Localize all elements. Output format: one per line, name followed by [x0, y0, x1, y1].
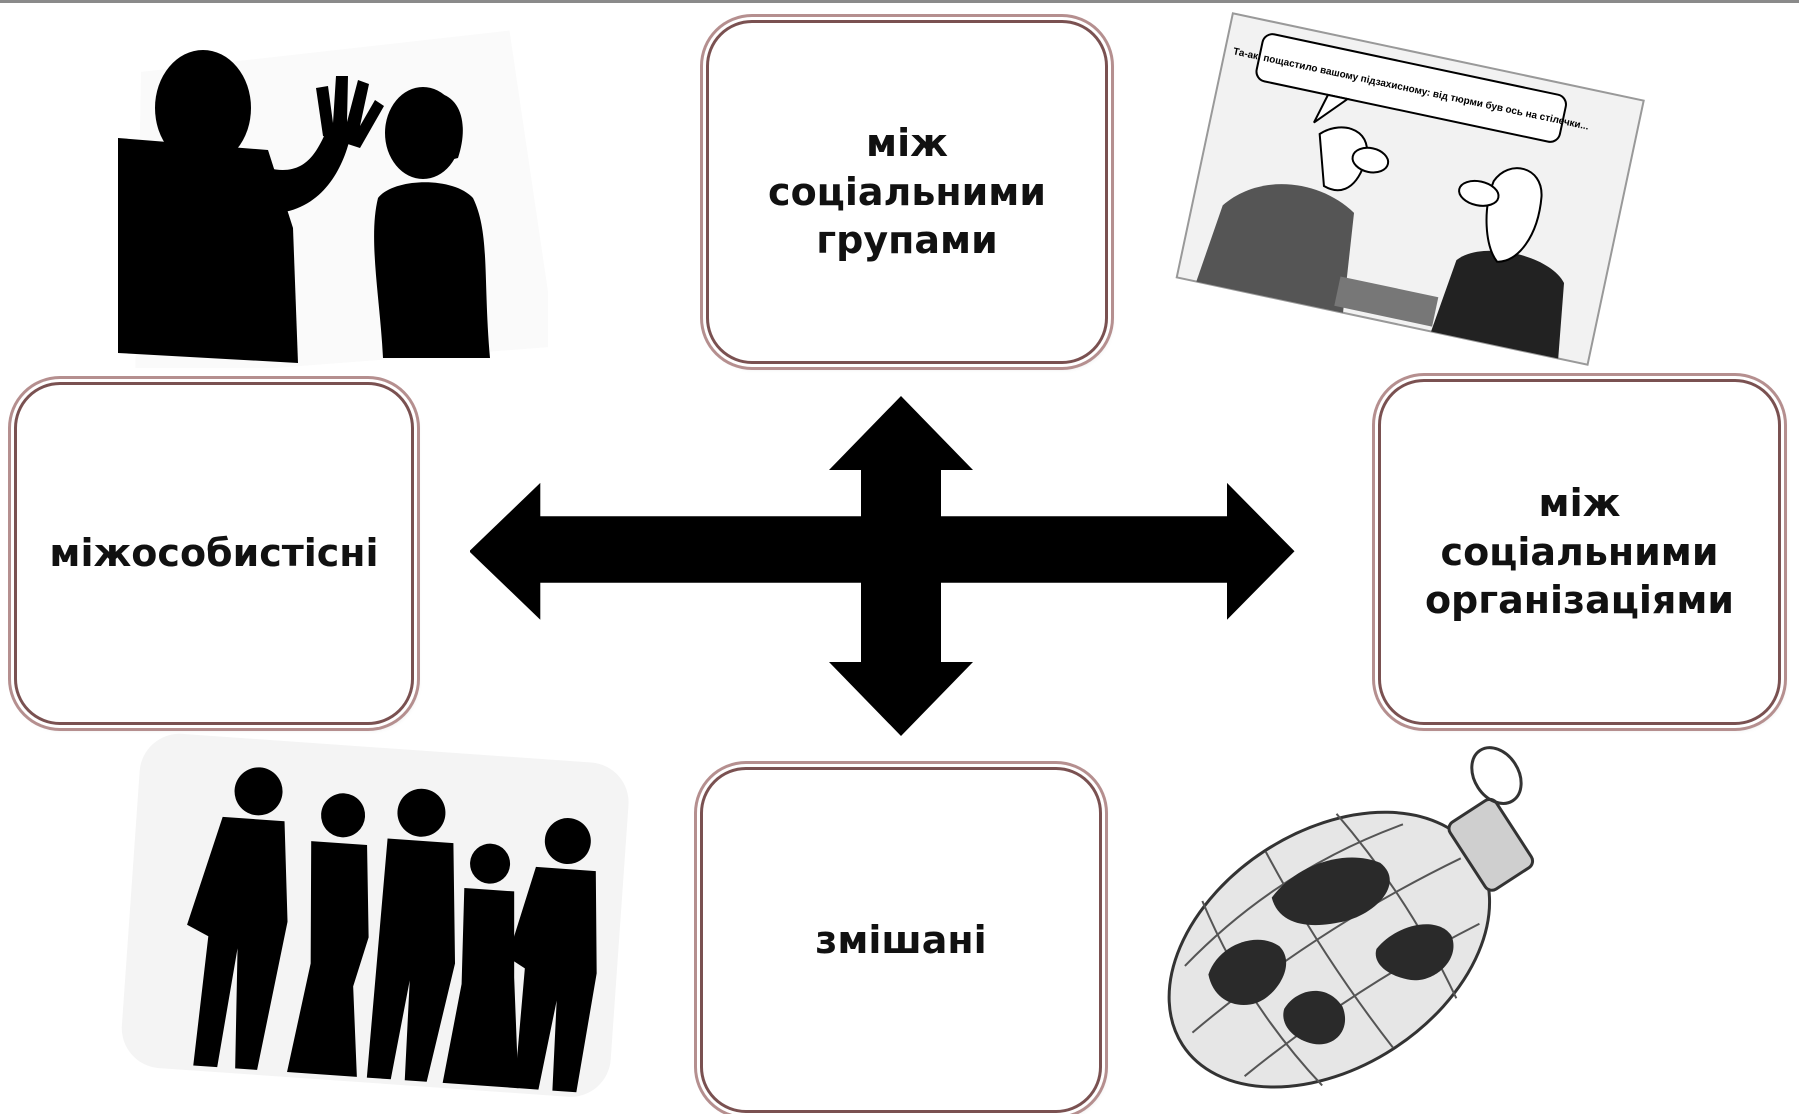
box-between-social-organizations: між соціальними організаціями: [1378, 379, 1781, 725]
box-label-top: між соціальними групами: [768, 121, 1046, 263]
group-of-people-image: [121, 733, 629, 1097]
top-rule: [0, 0, 1799, 3]
box-mixed: змішані: [700, 767, 1102, 1113]
box-label-bottom: змішані: [815, 917, 987, 962]
vertical-double-arrow: [829, 396, 973, 736]
box-label-left: міжособистісні: [49, 531, 379, 576]
box-label-right: між соціальними організаціями: [1424, 481, 1735, 623]
four-way-arrow: [470, 396, 1295, 736]
box-between-social-groups: між соціальними групами: [706, 20, 1108, 364]
arguing-couple-image: [118, 30, 548, 368]
lawyer-cartoon-image: Та-ак, пощастило вашому підзахисному: ві…: [1175, 12, 1645, 366]
box-interpersonal: міжособистісні: [14, 382, 414, 725]
world-grenade-image: [1122, 746, 1538, 1098]
